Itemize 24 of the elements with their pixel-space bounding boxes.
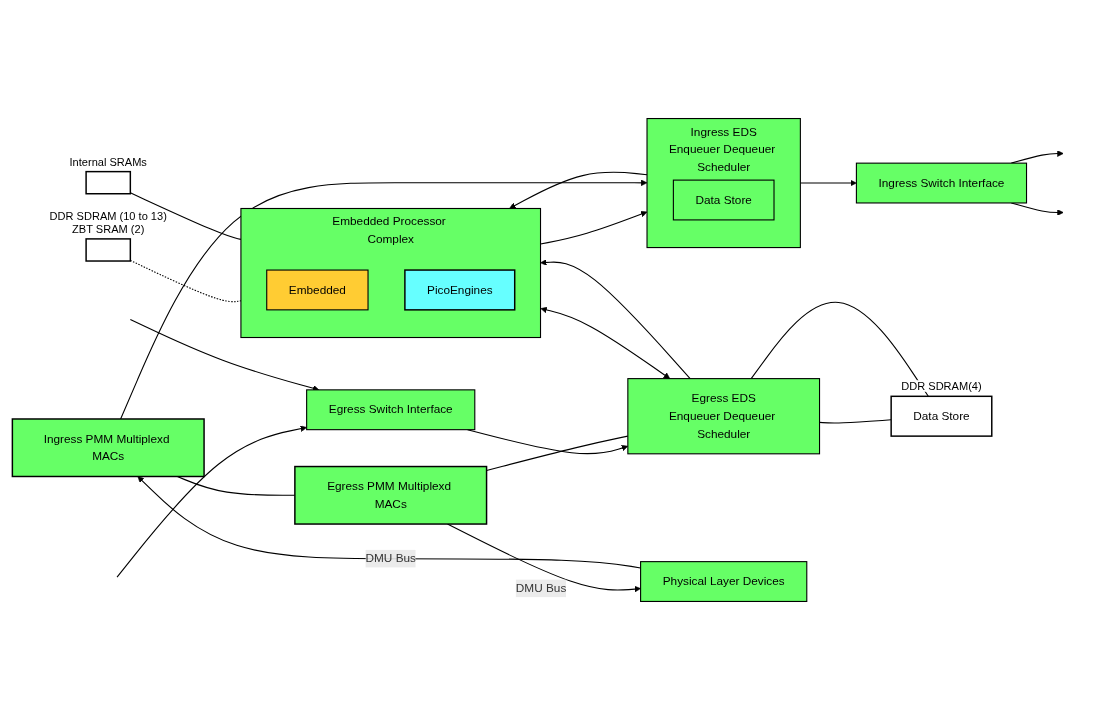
node-box: Ingress PMM Multiplexd MACs (11, 418, 205, 478)
connector (819, 419, 892, 424)
arrow (509, 171, 648, 209)
node-box: Egress Switch Interface (306, 389, 476, 431)
node-box: Egress PMM Multiplexd MACs (294, 465, 488, 525)
node-box (85, 170, 132, 195)
arrow (116, 425, 307, 578)
node-box (85, 238, 132, 262)
connector (750, 301, 929, 397)
node-label: ZBT SRAM (2) (72, 223, 145, 235)
node-box: Egress EDS Enqueuer Dequeuer Scheduler (627, 378, 821, 455)
node-label: Internal SRAMs (69, 155, 147, 168)
node-box: PicoEngines (404, 269, 516, 311)
edge-label: DMU Bus (515, 581, 567, 595)
arrow (540, 259, 691, 380)
node-box: Ingress Switch Interface (855, 162, 1028, 204)
arrow (540, 306, 671, 379)
node-box: Data Store (672, 179, 775, 221)
edge-label: DMU Bus (365, 552, 416, 565)
node-box: Data Store (890, 395, 993, 437)
node-label: DDR SDRAM (10 to 13) (49, 209, 167, 222)
node-box: Physical Layer Devices (640, 561, 808, 602)
arrow (120, 179, 648, 420)
node-box: Embedded (266, 269, 369, 311)
